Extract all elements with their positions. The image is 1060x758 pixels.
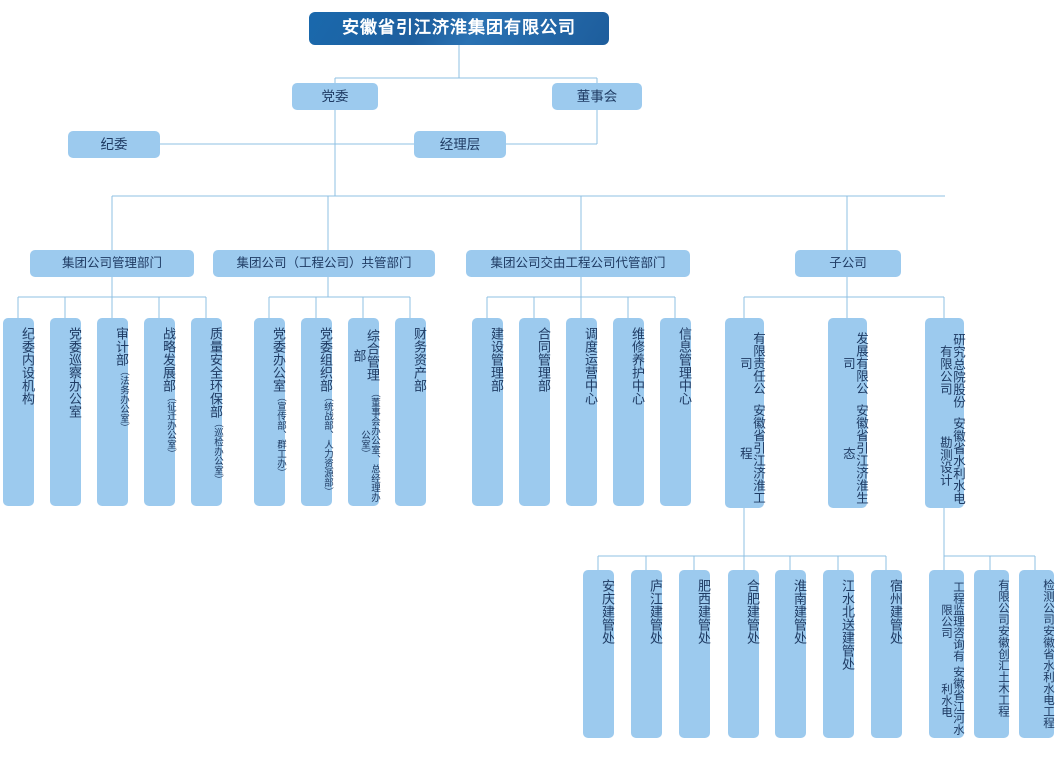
label-main: 调度运营中心 — [583, 327, 598, 405]
category-group-engineering-co-managed[interactable]: 集团公司（工程公司）共管部门 — [213, 250, 435, 277]
label-sub: （巡检办公室） — [212, 418, 223, 485]
node-dept-audit[interactable]: 审计部 （法务办公室） — [97, 318, 129, 506]
label-col2: 发展有限公司 — [840, 331, 868, 395]
node-dept-dispatch-operation-center[interactable]: 调度运营中心 — [566, 318, 598, 506]
label-sub: （董事会办公室、总经理办公室） — [359, 387, 380, 502]
node-dept-general-management[interactable]: 综合管理部 （董事会办公室、总经理办公室） — [348, 318, 380, 506]
node-dept-party-inspection-office[interactable]: 党委巡察办公室 — [50, 318, 82, 506]
node-dept-quality-safety-environment[interactable]: 质量安全环保部 （巡检办公室） — [191, 318, 223, 506]
node-sub-yinjiangjihuai-engineering[interactable]: 有限责任公司 安徽省引江济淮工程 — [725, 318, 765, 508]
label-col1: 安徽省引江济淮生态 — [840, 403, 868, 504]
label-main: 综合管理部 — [351, 329, 380, 382]
label-col1: 安徽省水利水电工程 — [1042, 625, 1054, 729]
node-management-layer[interactable]: 经理层 — [414, 131, 506, 158]
node-sub-chuanghui-civil[interactable]: 有限公司 安徽创汇土木工程 — [974, 570, 1009, 738]
node-sub-water-resources-design-institute[interactable]: 研究总院股份有限公司 安徽省水利水电勘测设计 — [925, 318, 965, 508]
label-sub: （法务办公室） — [118, 366, 129, 433]
label-sub: （统战部、人力资源部） — [322, 392, 333, 497]
label-col1: 安徽创汇土木工程 — [997, 625, 1009, 717]
node-branch-jiangshuibeisong[interactable]: 江水北送建管处 — [823, 570, 855, 738]
label-main: 战略发展部 — [161, 327, 176, 392]
node-branch-anqing[interactable]: 安庆建管处 — [583, 570, 615, 738]
node-branch-lujiang[interactable]: 庐江建管处 — [631, 570, 663, 738]
label-col1: 安徽省水利水电勘测设计 — [937, 416, 965, 505]
node-dept-construction-management[interactable]: 建设管理部 — [472, 318, 504, 506]
node-dept-finance-assets[interactable]: 财务资产部 — [395, 318, 427, 506]
node-dept-maintenance-center[interactable]: 维修养护中心 — [613, 318, 645, 506]
label-main: 建设管理部 — [489, 327, 504, 392]
node-sub-water-testing[interactable]: 检测公司 安徽省水利水电工程 — [1019, 570, 1054, 738]
node-branch-huainan[interactable]: 淮南建管处 — [775, 570, 807, 738]
node-branch-feixi[interactable]: 肥西建管处 — [679, 570, 711, 738]
label-col1: 安徽省引江济淮工程 — [737, 403, 765, 504]
root-node[interactable]: 安徽省引江济淮集团有限公司 — [309, 12, 609, 45]
node-dept-information-management-center[interactable]: 信息管理中心 — [660, 318, 692, 506]
label-col2: 检测公司 — [1042, 579, 1054, 625]
label-col1: 安徽省江河水利水电 — [939, 665, 964, 735]
node-sub-jianghe-supervision[interactable]: 工程监理咨询有限公司 安徽省江河水利水电 — [929, 570, 964, 738]
label-col2: 有限责任公司 — [737, 331, 765, 395]
node-dept-discipline-internal[interactable]: 纪委内设机构 — [3, 318, 35, 506]
label-main: 信息管理中心 — [677, 327, 692, 405]
label-main: 纪委内设机构 — [20, 327, 35, 405]
node-dept-contract-management[interactable]: 合同管理部 — [519, 318, 551, 506]
category-subsidiaries[interactable]: 子公司 — [795, 250, 901, 277]
label-main: 安庆建管处 — [600, 579, 615, 644]
node-sub-yinjiangjihuai-ecology[interactable]: 发展有限公司 安徽省引江济淮生态 — [828, 318, 868, 508]
node-discipline-commission[interactable]: 纪委 — [68, 131, 160, 158]
label-main: 江水北送建管处 — [840, 579, 855, 670]
label-col2: 研究总院股份有限公司 — [937, 332, 965, 408]
label-main: 审计部 — [114, 327, 129, 366]
label-main: 质量安全环保部 — [208, 327, 223, 418]
label-main: 肥西建管处 — [696, 579, 711, 644]
category-group-management-departments[interactable]: 集团公司管理部门 — [30, 250, 194, 277]
node-dept-party-organization[interactable]: 党委组织部 （统战部、人力资源部） — [301, 318, 333, 506]
category-group-delegated-departments[interactable]: 集团公司交由工程公司代管部门 — [466, 250, 690, 277]
label-main: 宿州建管处 — [888, 579, 903, 644]
label-main: 党委办公室 — [271, 327, 286, 392]
label-col2: 有限公司 — [997, 579, 1009, 625]
node-branch-suzhou[interactable]: 宿州建管处 — [871, 570, 903, 738]
label-main: 党委组织部 — [318, 327, 333, 392]
label-main: 维修养护中心 — [630, 327, 645, 405]
node-branch-hefei[interactable]: 合肥建管处 — [728, 570, 760, 738]
label-main: 合同管理部 — [536, 327, 551, 392]
node-board-of-directors[interactable]: 董事会 — [552, 83, 642, 110]
label-main: 淮南建管处 — [792, 579, 807, 644]
label-main: 庐江建管处 — [648, 579, 663, 644]
node-dept-party-committee-office[interactable]: 党委办公室 （宣传部、群工办） — [254, 318, 286, 506]
node-party-committee[interactable]: 党委 — [292, 83, 378, 110]
label-main: 合肥建管处 — [745, 579, 760, 644]
label-sub: （宣传部、群工办） — [275, 392, 286, 478]
node-dept-strategy-development[interactable]: 战略发展部 （征迁办公室） — [144, 318, 176, 506]
label-col2: 工程监理咨询有限公司 — [939, 580, 964, 662]
label-sub: （征迁办公室） — [165, 392, 176, 459]
label-main: 党委巡察办公室 — [67, 327, 82, 418]
label-main: 财务资产部 — [412, 327, 427, 392]
